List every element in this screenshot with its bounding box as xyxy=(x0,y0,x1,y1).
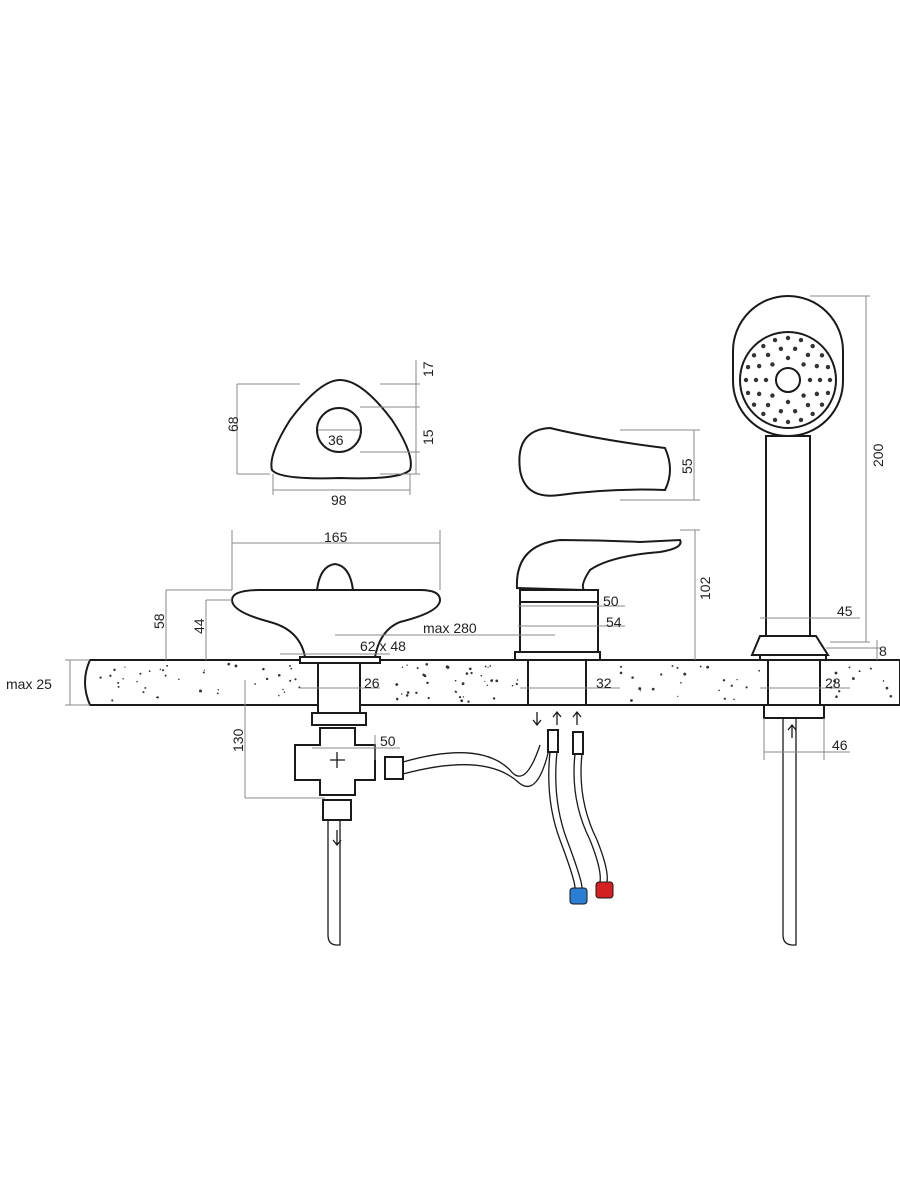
shower-hose xyxy=(782,718,797,946)
dim-130: 130 xyxy=(230,728,246,752)
dim-102: 102 xyxy=(697,576,713,600)
dim-max-280: max 280 xyxy=(423,620,477,636)
mixer-body xyxy=(519,601,599,653)
dim-58: 58 xyxy=(151,613,167,629)
diverter-cap xyxy=(315,562,355,591)
mixer-lever xyxy=(515,538,682,592)
mixer-inlet xyxy=(547,729,559,753)
dim-200: 200 xyxy=(870,443,886,467)
countertop-texture xyxy=(99,662,893,703)
shower-shank xyxy=(767,659,821,706)
dim-44: 44 xyxy=(191,618,207,634)
mixer-collar xyxy=(519,589,599,603)
dim-32: 32 xyxy=(596,675,612,691)
down-arrow-icon xyxy=(332,830,342,847)
dim-50-mixer: 50 xyxy=(603,593,619,609)
dim-8: 8 xyxy=(879,643,887,659)
up-arrow-icon xyxy=(787,723,797,738)
dim-98: 98 xyxy=(331,492,347,508)
dimension-labels: 17 68 36 15 98 55 200 165 58 44 102 50 5… xyxy=(6,361,887,753)
dim-17: 17 xyxy=(420,361,436,377)
diverter-nut xyxy=(311,712,367,726)
dim-55: 55 xyxy=(679,458,695,474)
hot-fitting xyxy=(595,881,614,899)
up-arrow-icon xyxy=(552,710,562,725)
outlet-fitting xyxy=(322,799,352,821)
dim-46: 46 xyxy=(832,737,848,753)
dim-165: 165 xyxy=(324,529,348,545)
diverter-handle xyxy=(230,589,442,658)
dim-62x48: 62 x 48 xyxy=(360,638,406,654)
shower-handle xyxy=(765,435,811,637)
dim-45: 45 xyxy=(837,603,853,619)
down-arrow-icon xyxy=(532,712,542,727)
hot-inlet xyxy=(572,731,584,755)
outlet-hose xyxy=(327,820,341,946)
shower-nut xyxy=(763,704,825,719)
cold-hose xyxy=(548,751,583,889)
hose-connector xyxy=(384,756,404,780)
dimension-lines xyxy=(65,295,880,799)
lever-side-view xyxy=(518,426,671,497)
diverter-valve xyxy=(294,727,376,796)
hot-hose xyxy=(573,753,608,883)
dim-68: 68 xyxy=(225,416,241,432)
shower-center xyxy=(775,367,801,393)
dim-max-25: max 25 xyxy=(6,676,52,692)
mixer-shank xyxy=(527,659,587,706)
up-arrow-icon xyxy=(572,710,582,725)
dim-50-valve: 50 xyxy=(380,733,396,749)
shower-holder xyxy=(750,635,830,656)
dim-36: 36 xyxy=(328,432,344,448)
dim-15: 15 xyxy=(420,429,436,445)
dim-28: 28 xyxy=(825,675,841,691)
dim-26: 26 xyxy=(364,675,380,691)
mixer-flange xyxy=(514,651,601,661)
connecting-hose xyxy=(402,744,551,788)
dim-54: 54 xyxy=(606,614,622,630)
shower-nozzles xyxy=(743,335,833,425)
cold-fitting xyxy=(569,887,588,905)
